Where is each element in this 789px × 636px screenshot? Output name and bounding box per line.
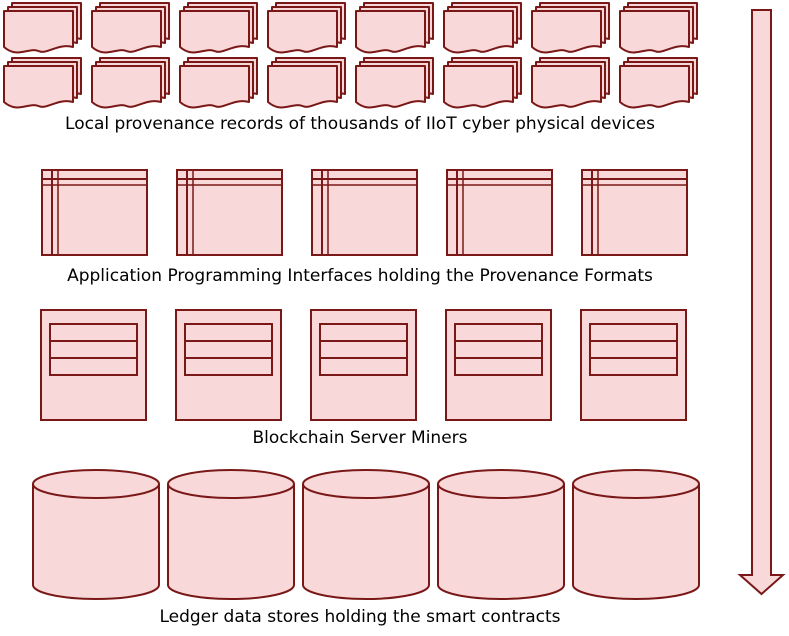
layer-label-provenance-records: Local provenance records of thousands of… xyxy=(65,114,655,134)
server-icon xyxy=(445,309,552,421)
server-icon xyxy=(175,309,282,421)
provenance-records-layer xyxy=(3,2,698,109)
api-window-icon xyxy=(176,169,283,256)
stacked-document-icon xyxy=(267,2,346,54)
api-window-icon xyxy=(446,169,553,256)
database-cylinder-icon xyxy=(437,469,565,600)
flow-arrow xyxy=(737,9,786,596)
stacked-document-icon xyxy=(531,2,610,54)
database-cylinder-icon xyxy=(32,469,160,600)
ledger-stores-layer xyxy=(32,469,700,600)
layer-label-server-miners: Blockchain Server Miners xyxy=(252,428,468,448)
layer-label-ledger-stores: Ledger data stores holding the smart con… xyxy=(159,607,561,627)
api-window-icon xyxy=(311,169,418,256)
stacked-document-icon xyxy=(91,57,170,109)
stacked-document-icon xyxy=(443,2,522,54)
stacked-document-icon xyxy=(531,57,610,109)
server-miners-layer xyxy=(40,309,687,421)
database-cylinder-icon xyxy=(302,469,430,600)
api-window-icon xyxy=(581,169,688,256)
stacked-document-icon xyxy=(619,2,698,54)
stacked-document-icon xyxy=(179,57,258,109)
stacked-document-icon xyxy=(3,57,82,109)
stacked-document-icon xyxy=(3,2,82,54)
server-icon xyxy=(40,309,147,421)
database-cylinder-icon xyxy=(572,469,700,600)
layer-label-api: Application Programming Interfaces holdi… xyxy=(67,266,653,286)
stacked-document-icon xyxy=(619,57,698,109)
stacked-document-icon xyxy=(443,57,522,109)
api-layer xyxy=(41,169,688,256)
database-cylinder-icon xyxy=(167,469,295,600)
stacked-document-icon xyxy=(179,2,258,54)
stacked-document-icon xyxy=(267,57,346,109)
api-window-icon xyxy=(41,169,148,256)
stacked-document-icon xyxy=(355,57,434,109)
server-icon xyxy=(580,309,687,421)
down-arrow-icon xyxy=(737,9,786,596)
server-icon xyxy=(310,309,417,421)
stacked-document-icon xyxy=(91,2,170,54)
stacked-document-icon xyxy=(355,2,434,54)
